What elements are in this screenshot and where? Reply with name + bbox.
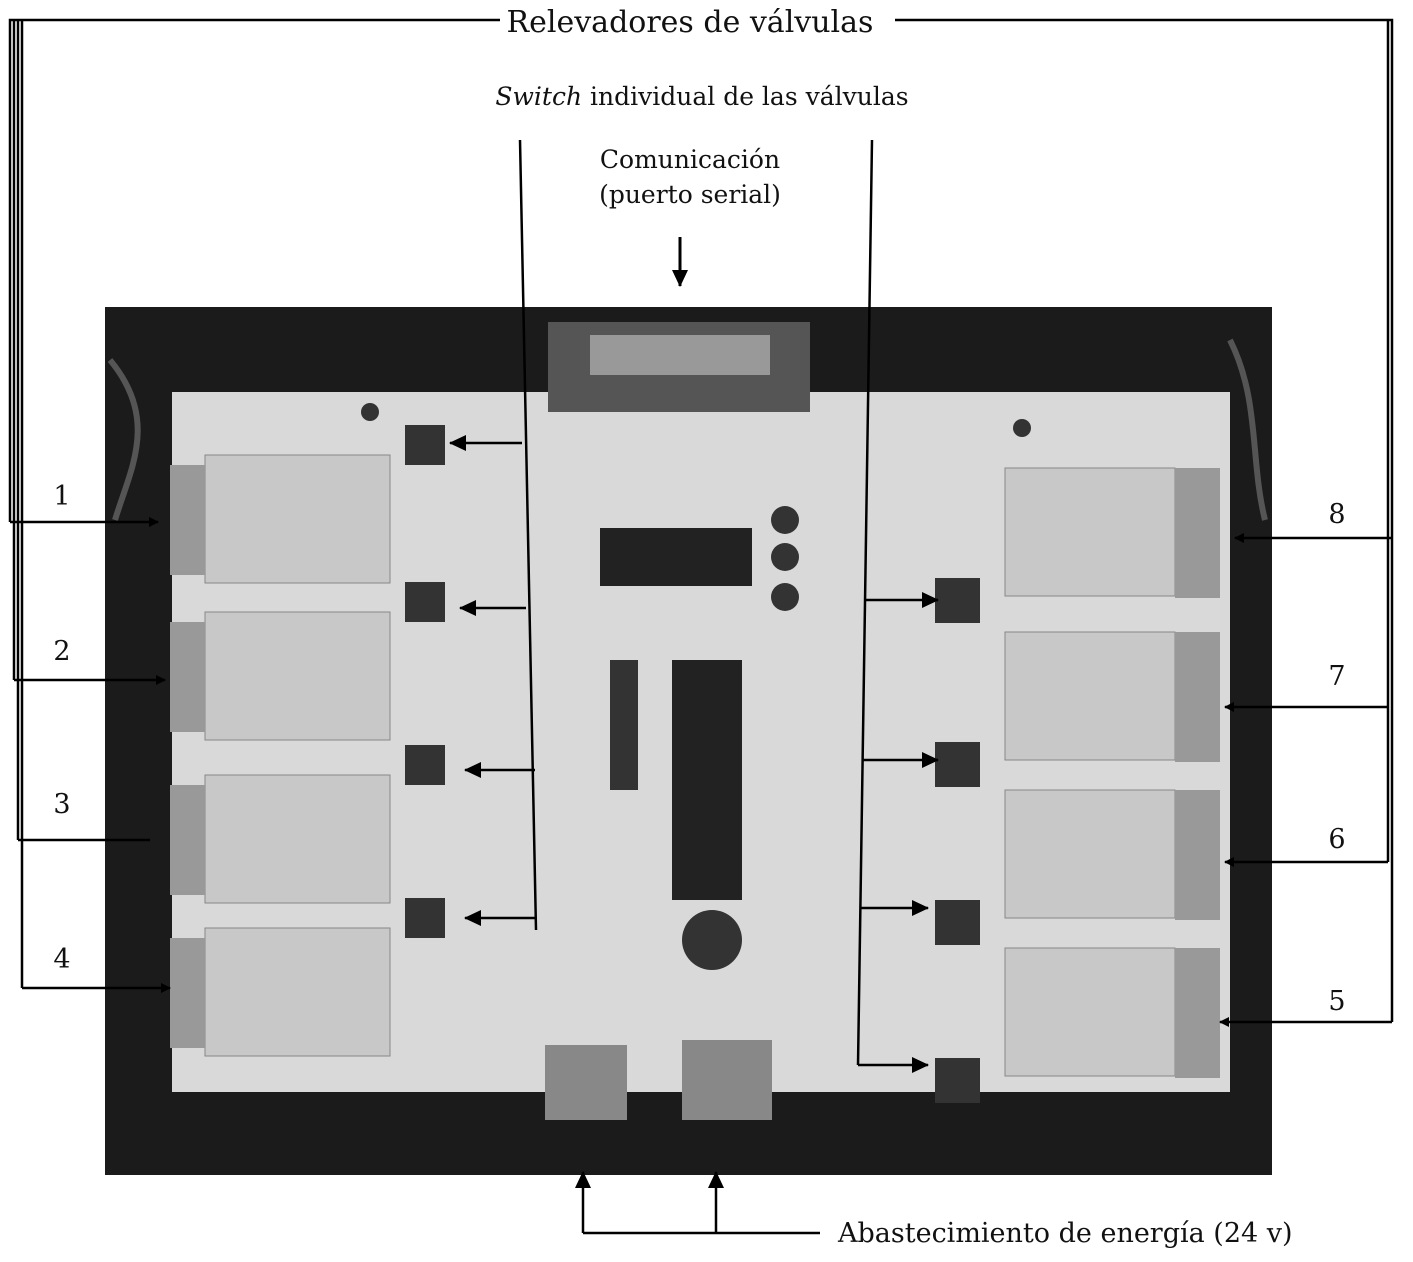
terminal-block	[1175, 948, 1220, 1078]
relay-number-1: 1	[53, 481, 70, 512]
push-switch	[935, 1058, 980, 1103]
push-switch	[405, 425, 445, 465]
relay-leader-lines	[8, 18, 1394, 1027]
circuit-board-photo	[105, 307, 1272, 1175]
relay	[1004, 631, 1176, 761]
terminal-block	[170, 465, 205, 575]
relay	[1004, 947, 1176, 1077]
capacitor	[682, 910, 742, 970]
power-label: Abastecimiento de energía (24 v)	[837, 1218, 1293, 1249]
terminal-block	[1175, 468, 1220, 598]
switch-label: Switch individual de las válvulas	[495, 82, 908, 111]
relay	[204, 611, 391, 741]
push-switch	[405, 582, 445, 622]
terminal-block	[1175, 790, 1220, 920]
microcontroller	[672, 660, 742, 900]
relay-number-7: 7	[1328, 661, 1345, 692]
power-terminal-1	[545, 1045, 627, 1120]
relay	[204, 927, 391, 1057]
push-switch	[405, 745, 445, 785]
push-switch	[405, 898, 445, 938]
title-label: Relevadores de válvulas	[507, 5, 874, 40]
relay-number-5: 5	[1328, 986, 1345, 1017]
terminal-block	[170, 938, 205, 1048]
relay-number-3: 3	[53, 789, 70, 820]
relay-number-2: 2	[53, 636, 70, 667]
power-leader-lines	[575, 1171, 820, 1235]
relay-number-4: 4	[53, 944, 70, 975]
chip	[600, 528, 752, 586]
relay	[204, 454, 391, 584]
power-terminal-2	[682, 1040, 772, 1120]
push-switch	[935, 578, 980, 623]
terminal-block	[1175, 632, 1220, 762]
relay	[1004, 789, 1176, 919]
terminal-block	[170, 622, 205, 732]
terminal-block	[170, 785, 205, 895]
comm-label-line2: (puerto serial)	[599, 180, 781, 209]
relay-number-8: 8	[1328, 499, 1345, 530]
relay-number-6: 6	[1328, 824, 1345, 855]
push-switch	[935, 900, 980, 945]
relay	[1004, 467, 1176, 597]
switch-leader-lines	[449, 139, 939, 1073]
comm-label-line1: Comunicación	[600, 145, 780, 174]
relay	[204, 774, 391, 904]
push-switch	[935, 742, 980, 787]
